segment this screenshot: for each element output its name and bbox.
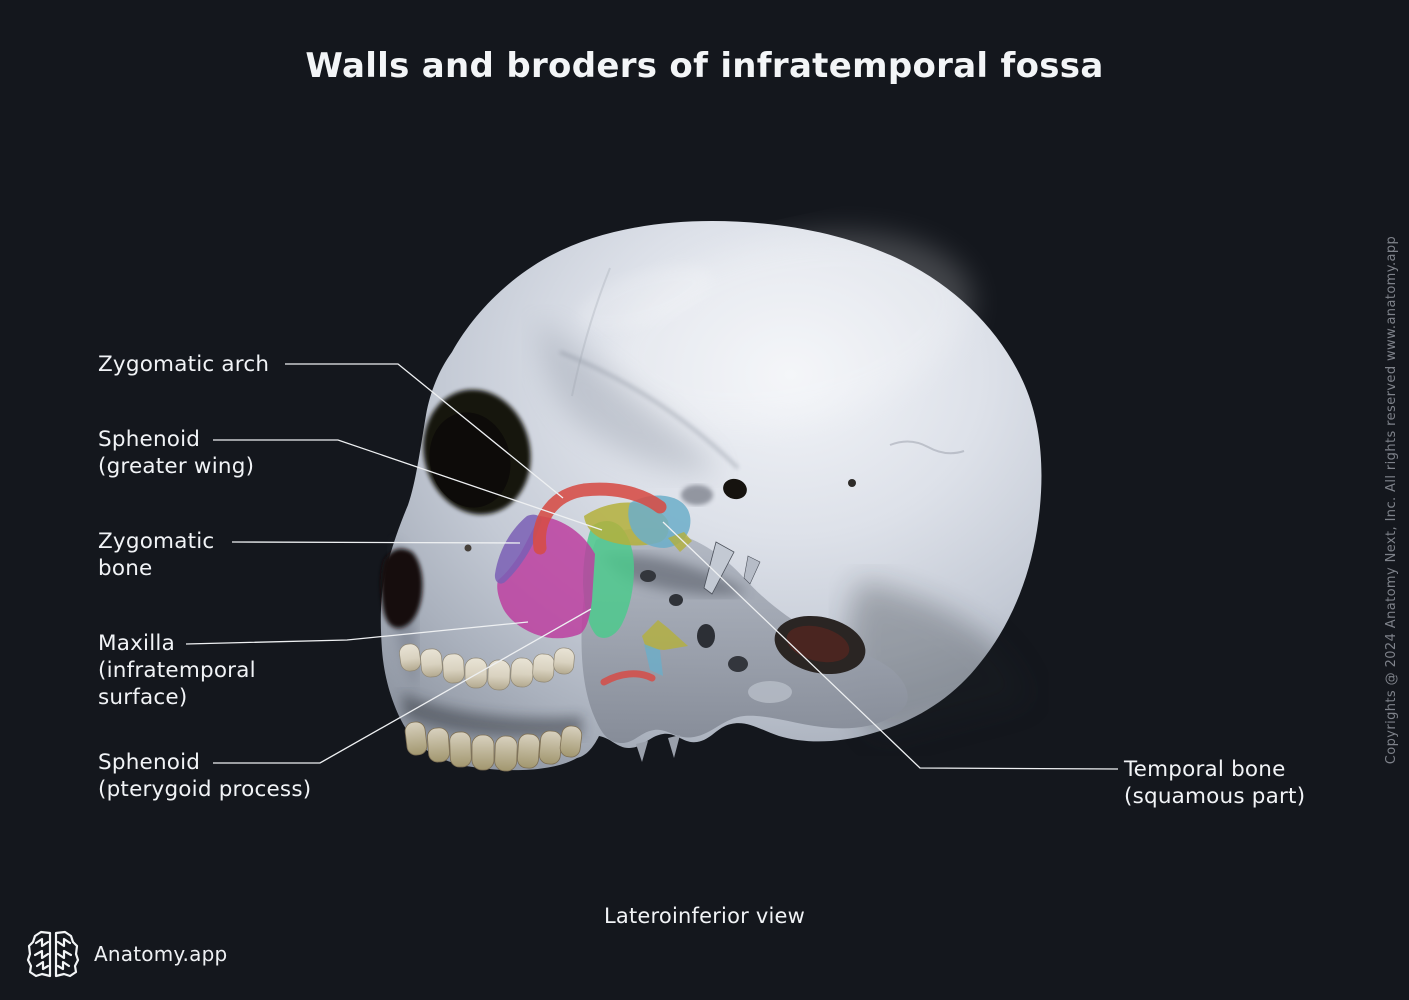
ear-canal <box>723 478 856 500</box>
label-line: bone <box>98 556 153 581</box>
highlight-pterygoid-deep-cyan <box>644 644 663 676</box>
nasal-aperture <box>380 548 423 629</box>
label-line: (infratemporal <box>98 658 256 683</box>
upper-teeth-near-row <box>399 643 575 691</box>
label-line: Temporal bone <box>1124 757 1286 782</box>
page-title: Walls and broders of infratemporal fossa <box>305 46 1104 86</box>
highlight-sphenoid-pterygoid <box>583 520 634 638</box>
highlight-zygomatic-arch <box>533 482 667 555</box>
label-line: Maxilla <box>98 631 175 656</box>
leader-lines <box>185 363 1119 770</box>
highlight-yellow-fleck <box>668 532 692 552</box>
brain-icon <box>26 930 80 978</box>
label-line: Zygomatic <box>98 529 215 554</box>
leader-sphenoid-pterygoid <box>213 608 592 764</box>
highlight-zygomatic-bone <box>494 514 542 584</box>
label-line: (squamous part) <box>1124 784 1306 809</box>
label-line: (greater wing) <box>98 454 255 479</box>
upper-teeth-far-row <box>404 721 583 772</box>
highlight-regions <box>494 482 692 686</box>
highlight-temporal-squamous <box>628 495 691 548</box>
label-sphenoid-pterygoid: Sphenoid (pterygoid process) <box>98 749 311 803</box>
label-zygomatic-bone: Zygomatic bone <box>98 528 214 582</box>
copyright-watermark: Copyrights @ 2024 Anatomy Next, Inc. All… <box>1384 235 1399 765</box>
label-temporal-bone: Temporal bone (squamous part) <box>1124 756 1305 810</box>
brand-logo: Anatomy.app <box>26 929 227 979</box>
label-line: Sphenoid <box>98 750 201 775</box>
label-maxilla: Maxilla (infratemporal surface) <box>98 630 256 711</box>
leader-temporal-bone <box>662 521 1119 770</box>
leader-zygomatic-arch <box>285 363 564 499</box>
label-line: Zygomatic arch <box>98 352 270 377</box>
leader-sphenoid-greater-wing <box>213 439 603 531</box>
highlight-maxilla <box>497 516 595 639</box>
leader-maxilla <box>185 621 529 645</box>
brand-name: Anatomy.app <box>94 942 228 966</box>
leader-zygomatic-bone <box>231 541 521 544</box>
label-line: surface) <box>98 685 188 710</box>
label-zygomatic-arch: Zygomatic arch <box>98 351 269 378</box>
eye-orbit <box>423 389 531 552</box>
highlight-pterygoid-deep-yellow <box>642 620 688 650</box>
view-caption: Lateroinferior view <box>604 904 805 928</box>
label-sphenoid-greater-wing: Sphenoid (greater wing) <box>98 426 254 480</box>
highlight-arch-deep-red <box>600 670 656 686</box>
label-line: (pterygoid process) <box>98 777 312 802</box>
label-line: Sphenoid <box>98 427 201 452</box>
palate-shadow <box>402 692 582 738</box>
skull-underside <box>581 485 908 762</box>
